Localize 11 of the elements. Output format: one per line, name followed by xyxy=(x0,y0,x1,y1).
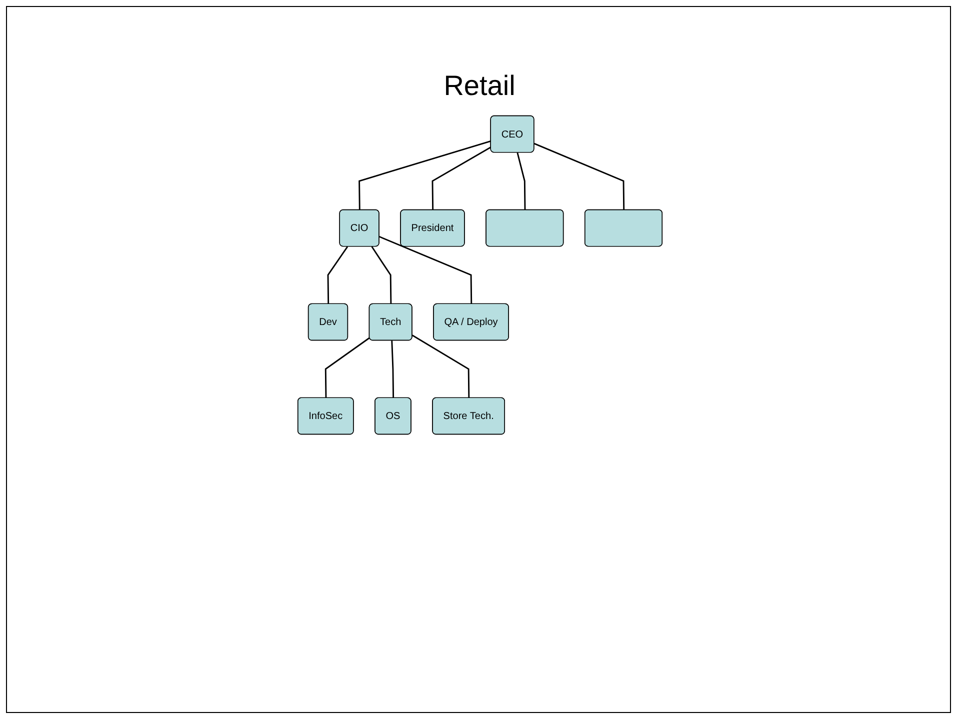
connector xyxy=(516,152,526,210)
connector xyxy=(371,246,392,304)
connector xyxy=(379,236,472,304)
connector xyxy=(327,246,348,304)
connector xyxy=(358,140,492,210)
connector xyxy=(324,337,370,398)
connector xyxy=(391,340,394,398)
title: Retail xyxy=(444,70,516,102)
connector xyxy=(432,146,492,210)
connector xyxy=(412,334,470,398)
connector xyxy=(534,142,625,210)
